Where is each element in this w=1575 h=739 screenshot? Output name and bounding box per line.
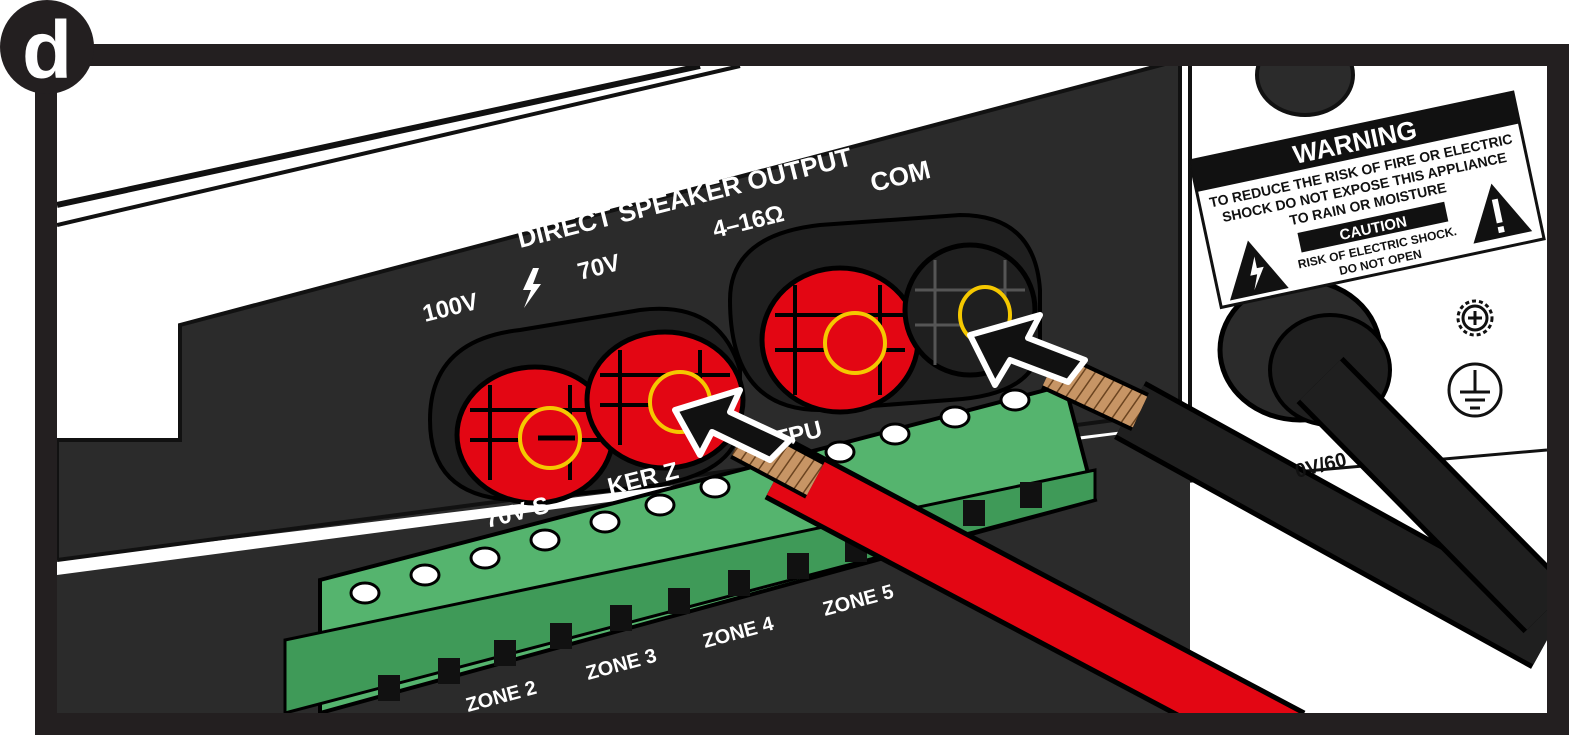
terminal-4-16-ohm[interactable] [759,265,921,415]
chassis-screw-icon [1456,299,1494,337]
diagram-frame [35,44,1569,735]
insert-arrow-com [967,312,1088,388]
ground-icon [1447,362,1503,418]
step-badge: d [0,0,94,96]
step-letter: d [22,5,72,96]
red-speaker-wire [730,421,1306,713]
binding-posts [427,212,1042,506]
terminal-100v[interactable] [454,364,616,506]
warning-label: WARNING TO REDUCE THE RISK OF FIRE OR EL… [1188,90,1546,310]
insert-arrow-70v [672,387,793,463]
terminal-slots [378,482,1042,701]
scene-content: DIRECT SPEAKER OUTPUT 100V 70V 4–16Ω COM [57,66,1547,713]
exclamation-warning-icon [1473,183,1533,244]
power-cord: 0V/60 [1217,277,1547,634]
lightning-icon [523,268,541,308]
terminal-screws [349,388,1031,605]
